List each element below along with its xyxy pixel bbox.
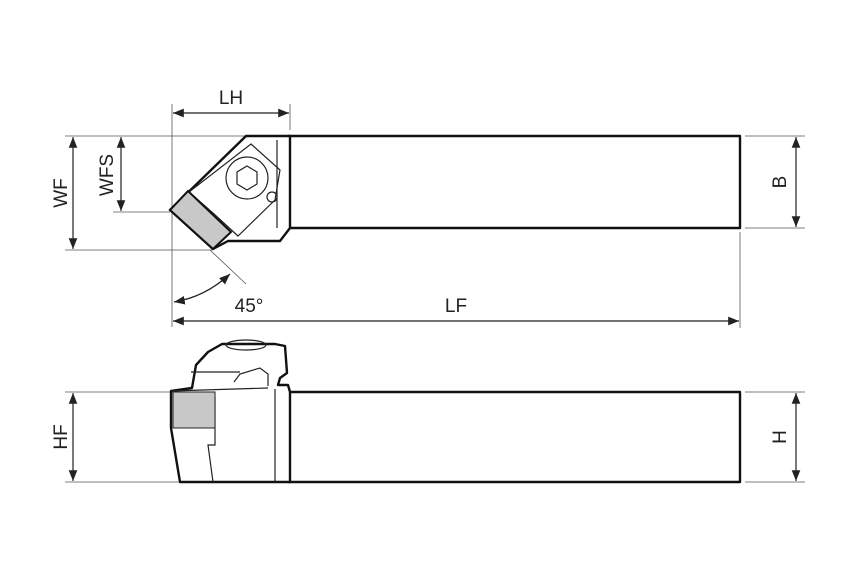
wfs-label: WFS <box>97 154 118 196</box>
clamp-screw <box>225 156 269 200</box>
hf-label: HF <box>51 424 72 449</box>
extension-lines-top <box>65 104 805 328</box>
top-view <box>168 134 742 251</box>
insert-top <box>168 189 233 251</box>
shank-top <box>286 134 742 230</box>
head-side <box>169 342 292 484</box>
dimension-lines <box>68 108 801 481</box>
angle-label: 45° <box>235 296 264 317</box>
wf-label: WF <box>51 178 72 208</box>
angle-arc <box>173 273 231 305</box>
h-label: H <box>770 430 791 444</box>
shank-side <box>286 390 742 484</box>
hex-socket-icon <box>236 165 258 191</box>
b-label: B <box>770 176 791 189</box>
insert-side <box>172 391 216 429</box>
side-view <box>65 339 805 484</box>
lh-label: LH <box>219 88 243 109</box>
lf-label: LF <box>445 296 467 317</box>
